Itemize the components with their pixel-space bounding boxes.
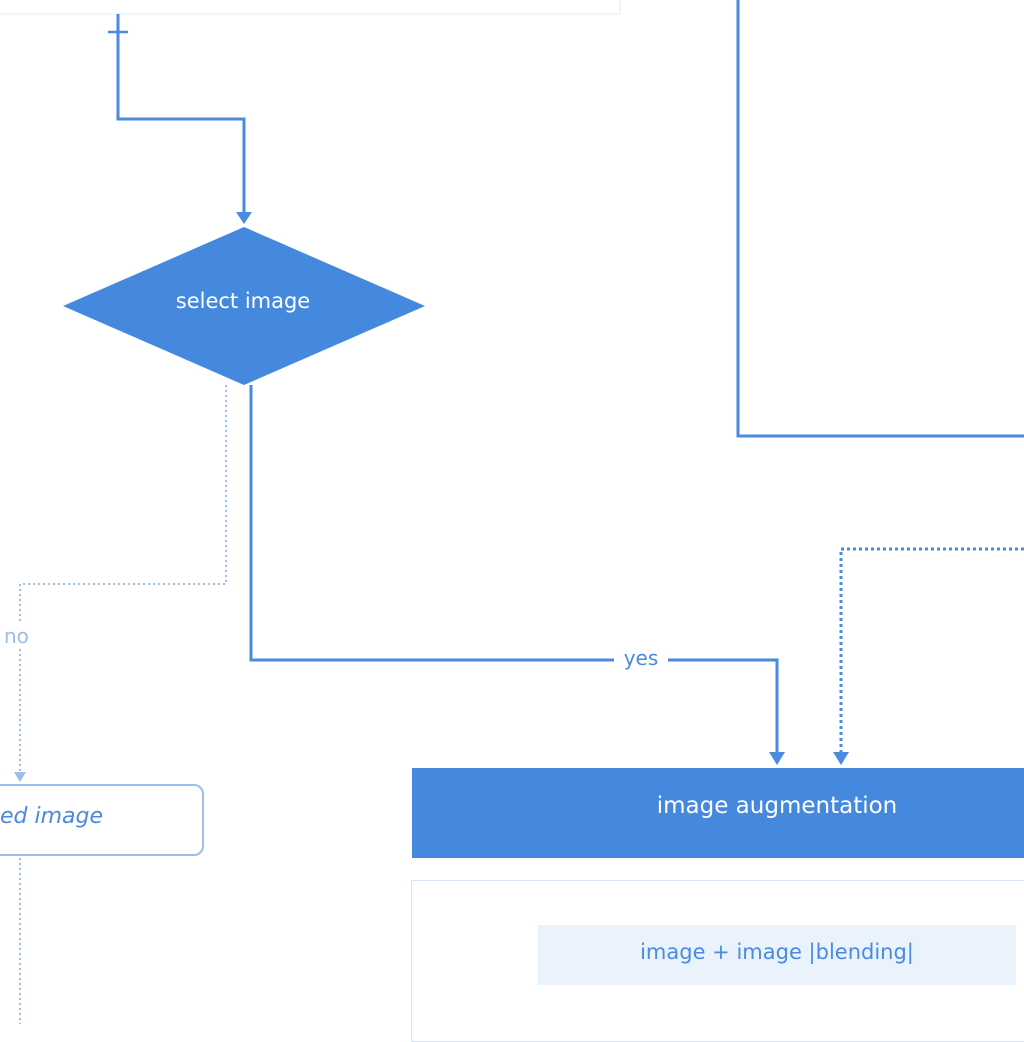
right-node-box — [736, 0, 1024, 438]
connector-no — [19, 385, 227, 772]
decision-label: select image — [175, 289, 311, 313]
top-node-box — [0, 0, 621, 15]
augmentation-title: image augmentation — [656, 793, 898, 819]
connector-right-dotted — [839, 547, 1024, 752]
rejected-image-node — [0, 784, 204, 856]
decision-diamond — [63, 227, 425, 385]
arrowhead-right-dotted — [833, 752, 849, 765]
connector-yes — [249, 385, 779, 752]
arrowhead-decision — [236, 212, 252, 224]
arrowhead-no — [14, 772, 26, 782]
no-branch-label: no — [4, 624, 29, 648]
rejected-image-label: ed image — [0, 804, 104, 829]
augmentation-header — [412, 768, 1024, 858]
yes-branch-label: yes — [614, 646, 668, 670]
arrowhead-yes — [769, 752, 785, 765]
blending-item — [538, 925, 1016, 985]
connector-top-to-decision — [116, 14, 246, 214]
blending-item-label: image + image |blending| — [640, 940, 914, 964]
